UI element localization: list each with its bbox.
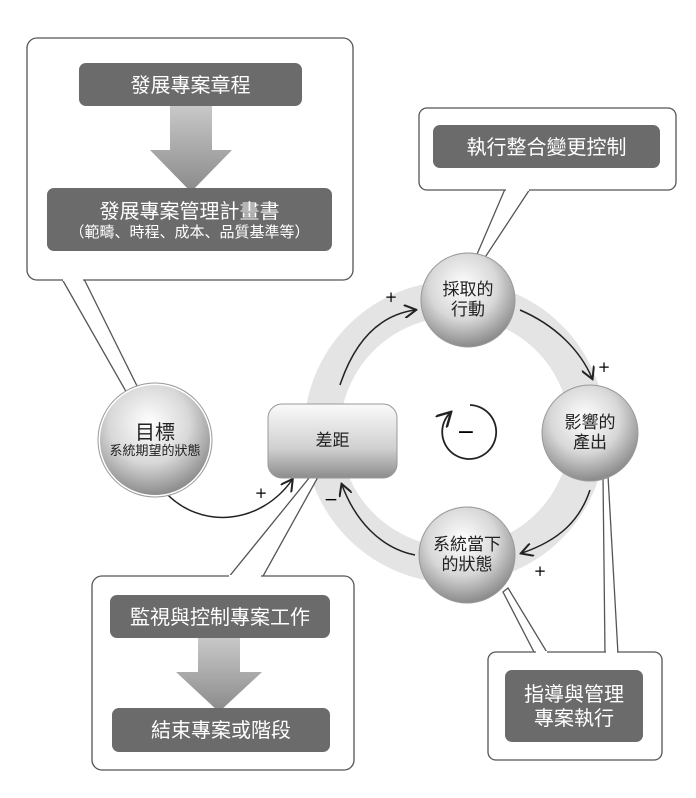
monitor-control-label: 監視與控制專案工作 xyxy=(130,604,310,629)
develop-plan-label: 發展專案管理計畫書 （範疇、時程、成本、品質基準等） xyxy=(47,188,332,251)
node-action-circle xyxy=(420,252,516,348)
state-line2: 的狀態 xyxy=(441,555,493,575)
callout-tail-planning xyxy=(60,278,141,396)
down-arrow-planning xyxy=(150,106,232,192)
develop-charter-label: 發展專案章程 xyxy=(130,72,251,97)
sign-state-to-gap: − xyxy=(323,489,339,510)
sign-action-to-output: + xyxy=(597,358,611,376)
sign-output-to-state: + xyxy=(533,562,547,580)
box-develop-plan xyxy=(47,188,332,251)
box-direct-manage xyxy=(505,670,643,742)
callout-tail-directing-state xyxy=(502,587,550,655)
arrow-gap-to-action xyxy=(339,310,415,386)
develop-plan-note: （範疇、時程、成本、品質基準等） xyxy=(69,222,310,241)
action-line1: 採取的 xyxy=(442,279,494,300)
direct-manage-label: 指導與管理 專案執行 xyxy=(505,670,643,742)
node-gap-rect xyxy=(267,403,398,479)
box-monitor-control xyxy=(110,595,330,638)
action-line2: 行動 xyxy=(451,300,485,320)
arrow-output-to-state xyxy=(522,489,591,553)
arrow-goal-to-gap xyxy=(164,480,292,519)
output-line2: 產出 xyxy=(573,433,607,453)
down-arrow-monitoring xyxy=(176,638,262,712)
direct-manage-line2: 專案執行 xyxy=(534,706,614,730)
node-output-circle xyxy=(541,384,639,482)
gap-label: 差距 xyxy=(315,430,350,451)
direct-manage-line1: 指導與管理 xyxy=(524,682,624,706)
node-goal-circle xyxy=(98,383,212,497)
action-label: 採取的 行動 xyxy=(421,270,515,330)
goal-subtitle: 系統期望的狀態 xyxy=(109,444,201,460)
change-control-label: 執行整合變更控制 xyxy=(466,134,627,159)
arrow-action-to-output xyxy=(519,309,592,378)
goal-title: 目標 xyxy=(135,420,175,445)
develop-plan-title: 發展專案管理計畫書 xyxy=(99,198,280,223)
box-develop-charter xyxy=(79,63,302,106)
goal-label: 目標 系統期望的狀態 xyxy=(99,400,211,480)
state-line1: 系統當下 xyxy=(433,534,501,555)
output-label: 影響的 產出 xyxy=(542,403,638,463)
callout-tail-monitoring xyxy=(226,466,324,579)
close-project-label: 結束專案或階段 xyxy=(151,718,291,742)
output-line1: 影響的 xyxy=(564,412,616,433)
loop-sign: − xyxy=(456,419,476,445)
arrow-state-to-gap xyxy=(342,485,416,556)
state-label: 系統當下 的狀態 xyxy=(419,525,515,585)
sign-gap-to-action: + xyxy=(384,288,398,306)
box-change-control xyxy=(433,125,660,168)
sign-goal-to-gap: + xyxy=(254,484,268,502)
balancing-loop-icon xyxy=(442,404,498,460)
box-close-project xyxy=(112,708,330,752)
node-state-circle xyxy=(418,506,516,604)
callout-tail-directing-output xyxy=(602,475,619,655)
